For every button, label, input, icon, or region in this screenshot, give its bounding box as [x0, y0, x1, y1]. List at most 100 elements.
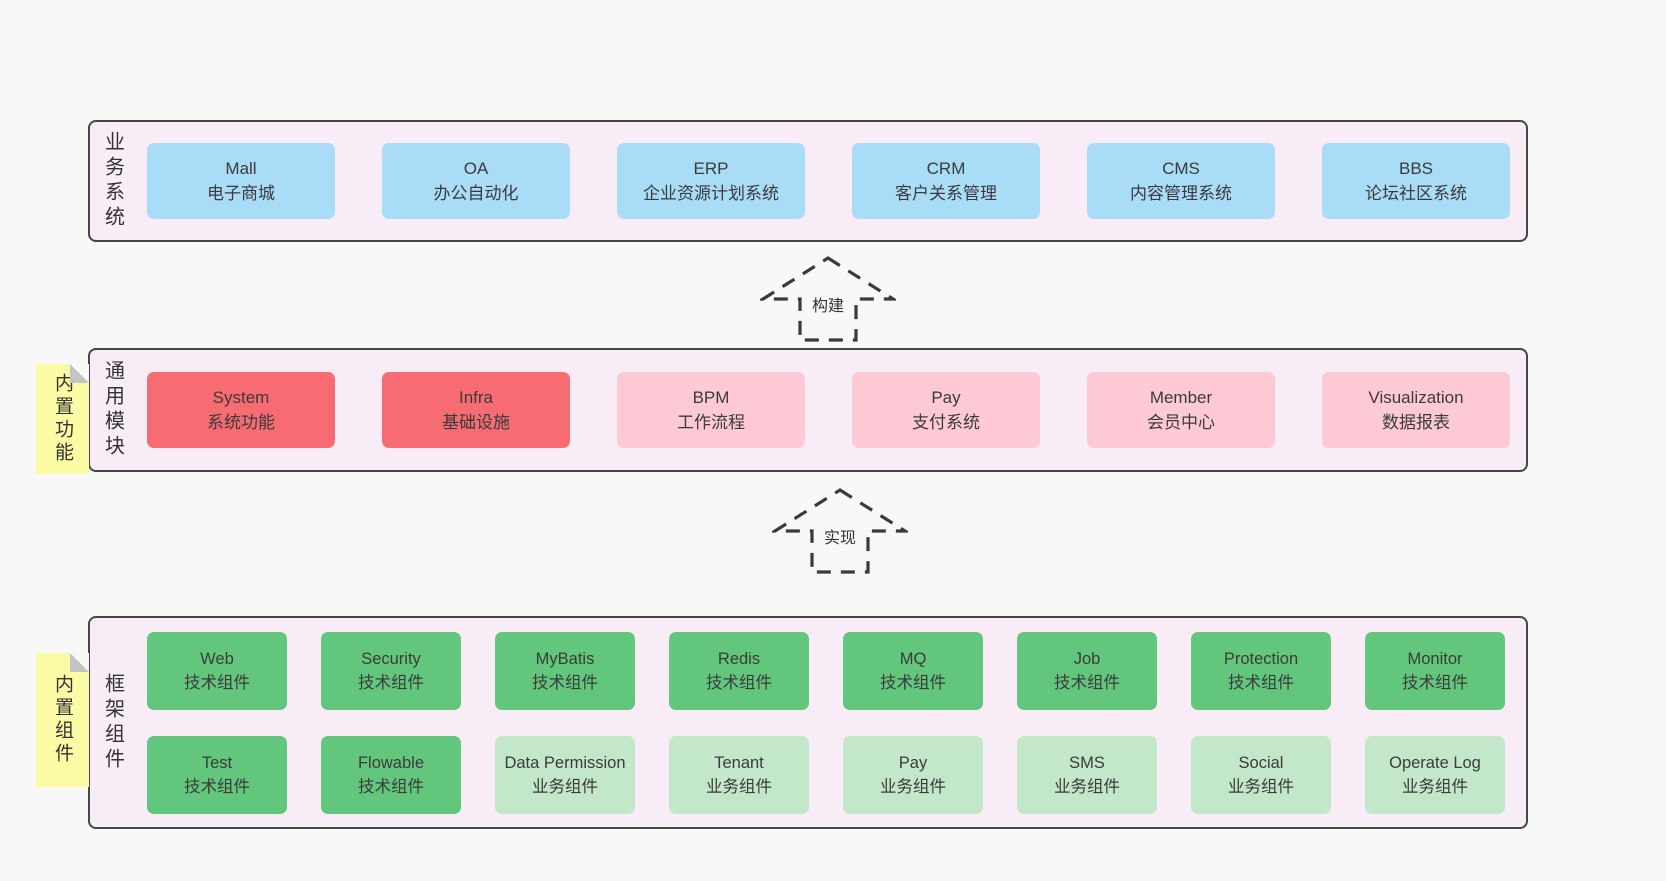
box-operate-log: Operate Log 业务组件 [1365, 735, 1505, 814]
box-job: Job 技术组件 [1017, 631, 1157, 710]
box-desc: 内容管理系统 [1130, 184, 1232, 203]
arrow-build: 构建 [760, 255, 896, 343]
box-desc: 业务组件 [1228, 777, 1294, 796]
box-desc: 系统功能 [207, 413, 275, 432]
box-web: Web 技术组件 [147, 631, 287, 710]
box-desc: 业务组件 [706, 777, 772, 796]
box-system: System 系统功能 [147, 372, 335, 448]
arrow-implement-label: 实现 [820, 523, 860, 549]
box-desc: 业务组件 [1054, 777, 1120, 796]
box-desc: 技术组件 [184, 673, 250, 692]
box-bpm: BPM 工作流程 [617, 372, 805, 448]
box-name: CRM [926, 159, 966, 178]
sticky-note-builtin-functions: 内置功能 [36, 364, 89, 474]
sticky-text: 内置组件 [52, 674, 73, 766]
box-desc: 技术组件 [1228, 673, 1294, 692]
box-name: ERP [693, 159, 729, 178]
box-bbs: BBS 论坛社区系统 [1322, 143, 1510, 219]
box-desc: 客户关系管理 [895, 184, 997, 203]
components-row-2: Test 技术组件 Flowable 技术组件 Data Permission … [147, 735, 1526, 814]
business-systems-boxes: Mall 电子商城 OA 办公自动化 ERP 企业资源计划系统 CRM 客户关系… [136, 122, 1526, 240]
box-name: Web [200, 649, 234, 668]
box-desc: 技术组件 [1402, 673, 1468, 692]
box-mybatis: MyBatis 技术组件 [495, 631, 635, 710]
layer-label-text: 业务系统 [101, 131, 124, 231]
box-name: System [212, 388, 270, 407]
box-desc: 会员中心 [1147, 413, 1215, 432]
box-name: MyBatis [535, 649, 595, 668]
box-mq: MQ 技术组件 [843, 631, 983, 710]
box-desc: 企业资源计划系统 [643, 184, 779, 203]
box-name: Redis [717, 649, 761, 668]
box-cms: CMS 内容管理系统 [1087, 143, 1275, 219]
box-desc: 技术组件 [358, 673, 424, 692]
folded-corner-icon [70, 364, 89, 383]
box-pay-module: Pay 支付系统 [852, 372, 1040, 448]
box-name: Data Permission [504, 753, 626, 772]
box-monitor: Monitor 技术组件 [1365, 631, 1505, 710]
box-tenant: Tenant 业务组件 [669, 735, 809, 814]
box-desc: 工作流程 [677, 413, 745, 432]
layer-label-text: 通用模块 [101, 360, 124, 460]
framework-components-label: 框架组件 [90, 618, 136, 827]
box-crm: CRM 客户关系管理 [852, 143, 1040, 219]
business-systems-label: 业务系统 [90, 122, 136, 240]
box-protection: Protection 技术组件 [1191, 631, 1331, 710]
layer-common-modules: 通用模块 System 系统功能 Infra 基础设施 BPM 工作流程 Pay… [88, 348, 1528, 472]
folded-corner-icon [70, 653, 89, 672]
box-desc: 业务组件 [532, 777, 598, 796]
box-name: Member [1149, 388, 1213, 407]
box-name: CMS [1162, 159, 1200, 178]
box-desc: 电子商城 [207, 184, 275, 203]
sticky-text: 内置功能 [52, 373, 73, 465]
box-name: BPM [692, 388, 730, 407]
box-desc: 办公自动化 [433, 184, 519, 203]
box-name: Tenant [714, 753, 764, 772]
box-desc: 支付系统 [912, 413, 980, 432]
box-name: Infra [458, 388, 494, 407]
box-name: Security [361, 649, 421, 668]
box-desc: 技术组件 [880, 673, 946, 692]
arrow-implement: 实现 [772, 487, 908, 575]
box-oa: OA 办公自动化 [382, 143, 570, 219]
box-infra: Infra 基础设施 [382, 372, 570, 448]
box-desc: 技术组件 [706, 673, 772, 692]
box-name: Mall [225, 159, 257, 178]
box-social: Social 业务组件 [1191, 735, 1331, 814]
box-name: OA [463, 159, 489, 178]
box-desc: 技术组件 [358, 777, 424, 796]
box-desc: 业务组件 [880, 777, 946, 796]
box-desc: 论坛社区系统 [1365, 184, 1467, 203]
box-name: Visualization [1368, 388, 1464, 407]
box-name: Flowable [357, 753, 425, 772]
box-sms: SMS 业务组件 [1017, 735, 1157, 814]
box-name: MQ [899, 649, 927, 668]
box-desc: 技术组件 [1054, 673, 1120, 692]
box-name: Test [201, 753, 233, 772]
layer-label-text: 框架组件 [101, 672, 124, 773]
box-security: Security 技术组件 [321, 631, 461, 710]
framework-components-grid: Web 技术组件 Security 技术组件 MyBatis 技术组件 Redi… [136, 618, 1526, 827]
box-name: Operate Log [1389, 753, 1481, 772]
box-name: BBS [1398, 159, 1434, 178]
box-mall: Mall 电子商城 [147, 143, 335, 219]
up-arrow-icon [772, 488, 908, 574]
box-desc: 数据报表 [1382, 413, 1450, 432]
common-modules-label: 通用模块 [90, 350, 136, 470]
box-data-permission: Data Permission 业务组件 [495, 735, 635, 814]
box-desc: 技术组件 [532, 673, 598, 692]
box-desc: 业务组件 [1402, 777, 1468, 796]
common-modules-boxes: System 系统功能 Infra 基础设施 BPM 工作流程 Pay 支付系统… [136, 350, 1526, 470]
box-name: Social [1238, 753, 1284, 772]
layer-framework-components: 框架组件 Web 技术组件 Security 技术组件 MyBatis 技术组件… [88, 616, 1528, 829]
components-row-1: Web 技术组件 Security 技术组件 MyBatis 技术组件 Redi… [147, 631, 1526, 710]
box-member: Member 会员中心 [1087, 372, 1275, 448]
layer-business-systems: 业务系统 Mall 电子商城 OA 办公自动化 ERP 企业资源计划系统 CRM… [88, 120, 1528, 242]
box-name: SMS [1069, 753, 1105, 772]
up-arrow-icon [760, 256, 896, 342]
box-pay-component: Pay 业务组件 [843, 735, 983, 814]
box-name: Pay [898, 753, 928, 772]
box-redis: Redis 技术组件 [669, 631, 809, 710]
box-desc: 基础设施 [442, 413, 510, 432]
box-flowable: Flowable 技术组件 [321, 735, 461, 814]
